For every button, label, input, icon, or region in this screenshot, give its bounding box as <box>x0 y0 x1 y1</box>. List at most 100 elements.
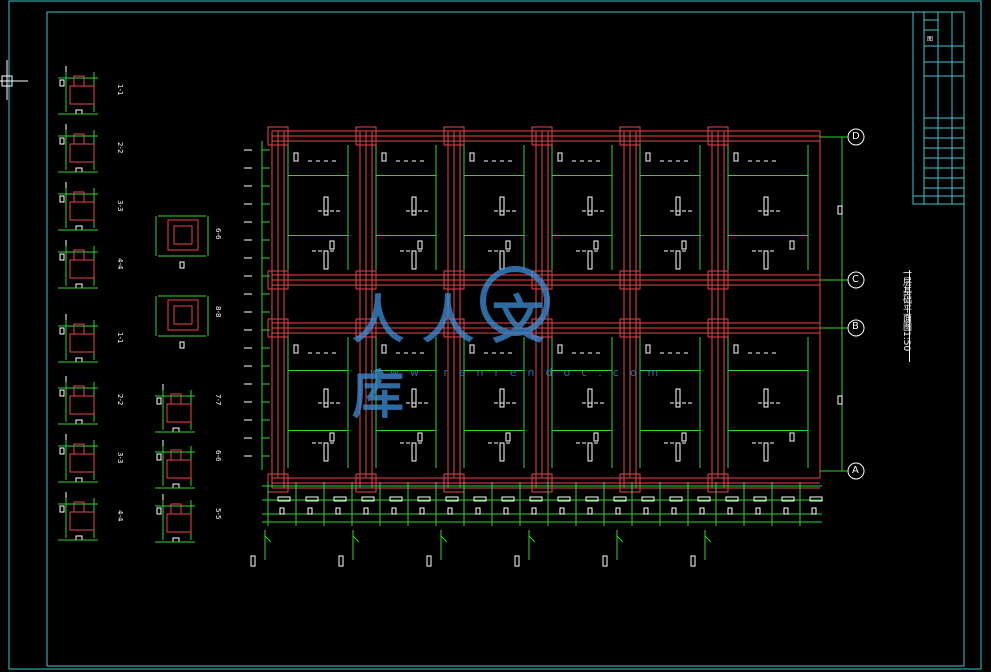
watermark-logo-circle <box>480 266 550 336</box>
section-detail-mid-wall <box>170 503 182 515</box>
section-detail-left-tag <box>75 167 83 173</box>
tag-box <box>645 344 651 354</box>
bottom-dim-text <box>643 507 649 515</box>
bottom-dim-text <box>391 507 397 515</box>
column <box>711 274 725 286</box>
tag-box <box>293 344 299 354</box>
column <box>359 322 373 334</box>
axis-marker-diag <box>264 535 272 543</box>
axis-marker-diag <box>616 535 624 543</box>
tag-box <box>381 344 387 354</box>
axis-label-b: B <box>852 321 859 332</box>
bottom-dim-text <box>725 496 739 502</box>
column <box>271 477 285 489</box>
bottom-dim-text <box>585 496 599 502</box>
column <box>711 322 725 334</box>
column-pad <box>707 473 729 493</box>
bottom-dim-text <box>277 496 291 502</box>
section-detail-left-tag <box>59 389 65 397</box>
column-detail-inner <box>173 305 193 325</box>
column <box>359 130 373 142</box>
section-label: 3-3 <box>116 452 124 464</box>
bottom-dim-text <box>417 496 431 502</box>
tag-box <box>593 240 599 250</box>
tag-box <box>323 388 329 408</box>
section-detail-left-tag <box>59 505 65 513</box>
column-pad <box>531 473 553 493</box>
bottom-dim-text <box>615 507 621 515</box>
tag-box <box>733 344 739 354</box>
column <box>359 274 373 286</box>
column-pad <box>707 126 729 146</box>
bottom-dim-text <box>503 507 509 515</box>
axis-tag <box>338 555 344 567</box>
tag-box <box>469 152 475 162</box>
axis-tag <box>514 555 520 567</box>
section-detail-left-wall <box>73 75 85 87</box>
bottom-dim-text <box>419 507 425 515</box>
column-detail-tag <box>179 341 185 349</box>
column <box>535 130 549 142</box>
title-block-mark: 图 <box>927 36 934 43</box>
bottom-dim-text <box>473 496 487 502</box>
tag-box <box>675 442 681 462</box>
tag-box <box>763 442 769 462</box>
section-detail-left-wall <box>73 501 85 513</box>
column-pad <box>355 270 377 290</box>
column-pad <box>707 318 729 338</box>
tag-box <box>763 196 769 216</box>
bottom-dim-text <box>279 507 285 515</box>
section-label: 2-2 <box>116 142 124 154</box>
bottom-dim-text <box>475 507 481 515</box>
bottom-dim-text <box>529 496 543 502</box>
section-label: 2-2 <box>116 394 124 406</box>
section-detail-mid-wall <box>170 393 182 405</box>
bottom-dim-text <box>753 496 767 502</box>
bottom-dim-text <box>671 507 677 515</box>
section-label: 7-7 <box>214 394 222 406</box>
title-block <box>912 11 965 205</box>
column <box>447 322 461 334</box>
tag-box <box>675 196 681 216</box>
section-label: 4-4 <box>116 258 124 270</box>
tag-box <box>417 240 423 250</box>
tag-box <box>587 250 593 270</box>
tag-box <box>411 442 417 462</box>
section-detail-mid-tag <box>172 483 180 489</box>
bottom-dim-text <box>501 496 515 502</box>
axis-marker-diag <box>528 535 536 543</box>
tag-box <box>469 344 475 354</box>
axis-tag <box>426 555 432 567</box>
bottom-dim-text <box>809 496 823 502</box>
bottom-dim-text <box>783 507 789 515</box>
tag-box <box>837 205 843 215</box>
column <box>447 477 461 489</box>
column-detail-inner <box>173 225 193 245</box>
column-pad <box>707 270 729 290</box>
axis-marker-diag <box>440 535 448 543</box>
tag-box <box>789 240 795 250</box>
tag-box <box>329 240 335 250</box>
tag-box <box>733 152 739 162</box>
column-detail-outer <box>167 299 199 331</box>
bottom-dim-text <box>613 496 627 502</box>
column-pad <box>267 126 289 146</box>
section-label: 1-1 <box>116 84 124 96</box>
bottom-dim-text <box>781 496 795 502</box>
section-detail-left-footing <box>69 333 95 353</box>
axis-label-a: A <box>852 465 859 476</box>
section-detail-left-wall <box>73 133 85 145</box>
bottom-dim-text <box>333 496 347 502</box>
tag-box <box>681 432 687 442</box>
crosshair-icon[interactable] <box>0 60 28 100</box>
axis-tag <box>602 555 608 567</box>
bottom-dim-text <box>669 496 683 502</box>
section-label: 5-5 <box>214 508 222 520</box>
tag-box <box>587 388 593 408</box>
axis-marker-diag <box>352 535 360 543</box>
tag-box <box>837 395 843 405</box>
tag-box <box>499 196 505 216</box>
tag-box <box>323 442 329 462</box>
